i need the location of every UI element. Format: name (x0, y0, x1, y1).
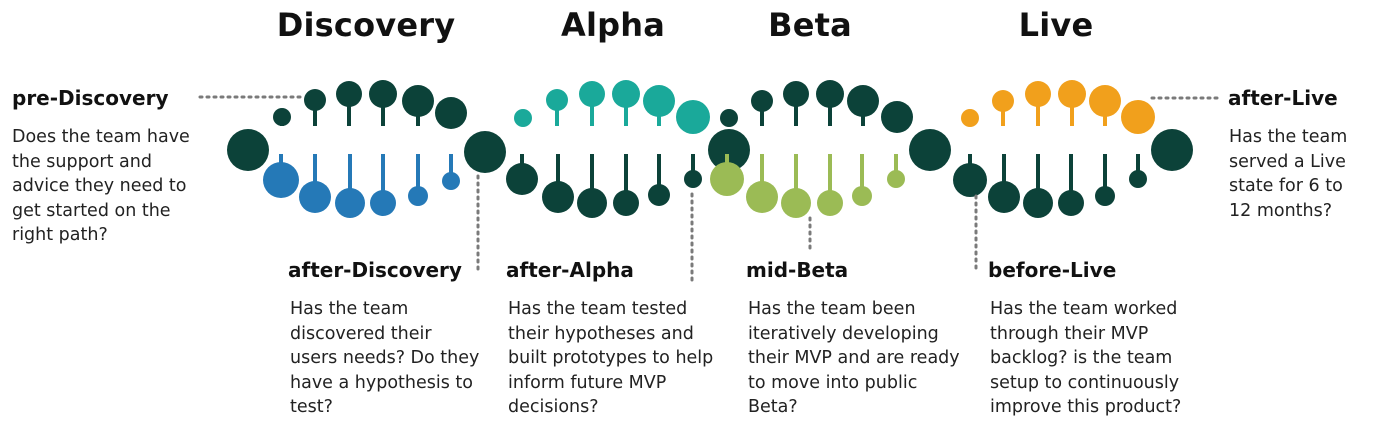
strand-bead (1058, 80, 1086, 108)
strand-bead (988, 181, 1020, 213)
strand-bead (781, 188, 811, 218)
dna-strands (227, 80, 1193, 218)
strand-bead (369, 80, 397, 108)
checkpoint-after-alpha-title: after-Alpha (506, 258, 634, 282)
strand-bead (263, 162, 299, 198)
checkpoint-before-live-text: Has the team worked through their MVP ba… (990, 299, 1182, 417)
strand-bead (370, 190, 396, 216)
strand-bead (961, 109, 979, 127)
strand-bead (1095, 186, 1115, 206)
strand-bead (442, 172, 460, 190)
strand-bead (720, 109, 738, 127)
strand-bead (992, 90, 1014, 112)
strand-bead (273, 108, 291, 126)
strand-bead (710, 162, 744, 196)
strand-bead (577, 188, 607, 218)
node-circle (1151, 129, 1193, 171)
checkpoint-pre-discovery-text: Does the team have the support and advic… (12, 127, 190, 245)
strand-bead (435, 97, 467, 129)
strand-bead (1025, 81, 1051, 107)
strand-bead (887, 170, 905, 188)
checkpoint-after-alpha-text: Has the team tested their hypotheses and… (508, 299, 714, 417)
strand-bead (1121, 100, 1155, 134)
strand-bead (546, 89, 568, 111)
phase-beta: Beta (768, 6, 852, 44)
strand-bead (881, 101, 913, 133)
phase-discovery: Discovery (276, 6, 456, 44)
strand-bead (408, 186, 428, 206)
strand-bead (299, 181, 331, 213)
strand-bead (648, 184, 670, 206)
strand-bead (746, 181, 778, 213)
strand-bead (684, 170, 702, 188)
node-circle (464, 131, 506, 173)
strand-bead (506, 163, 538, 195)
checkpoint-after-live-text: Has the team served a Live state for 6 t… (1229, 127, 1348, 221)
strand-bead (1058, 190, 1084, 216)
checkpoint-after-discovery-text: Has the team discovered their users need… (290, 299, 480, 417)
strand-bead (1023, 188, 1053, 218)
strand-bead (304, 89, 326, 111)
strand-bead (579, 81, 605, 107)
node-circle (708, 129, 750, 171)
strand-bead (816, 80, 844, 108)
checkpoint-after-live-title: after-Live (1228, 86, 1338, 110)
checkpoint-mid-beta-title: mid-Beta (746, 258, 849, 282)
strand-bead (953, 163, 987, 197)
strand-bead (402, 85, 434, 117)
strand-bead (1129, 170, 1147, 188)
strand-bead (643, 85, 675, 117)
strand-bead (613, 190, 639, 216)
strand-bead (817, 190, 843, 216)
checkpoint-before-live-title: before-Live (988, 258, 1117, 282)
strand-bead (676, 100, 710, 134)
strand-bead (847, 85, 879, 117)
strand-bead (852, 186, 872, 206)
dotted-connectors (198, 95, 1220, 285)
node-circle (227, 129, 269, 171)
checkpoint-after-discovery-title: after-Discovery (288, 258, 462, 282)
strand-bead (335, 188, 365, 218)
strand-bead (783, 81, 809, 107)
phase-live: Live (1018, 6, 1094, 44)
node-circle (909, 129, 951, 171)
strand-bead (514, 109, 532, 127)
checkpoint-mid-beta-text: Has the team been iteratively developing… (748, 299, 960, 417)
strand-bead (612, 80, 640, 108)
strand-bead (1089, 85, 1121, 117)
strand-bead (751, 90, 773, 112)
strand-bead (336, 81, 362, 107)
strand-bead (542, 181, 574, 213)
phase-alpha: Alpha (560, 6, 666, 44)
checkpoint-pre-discovery-title: pre-Discovery (12, 86, 169, 110)
